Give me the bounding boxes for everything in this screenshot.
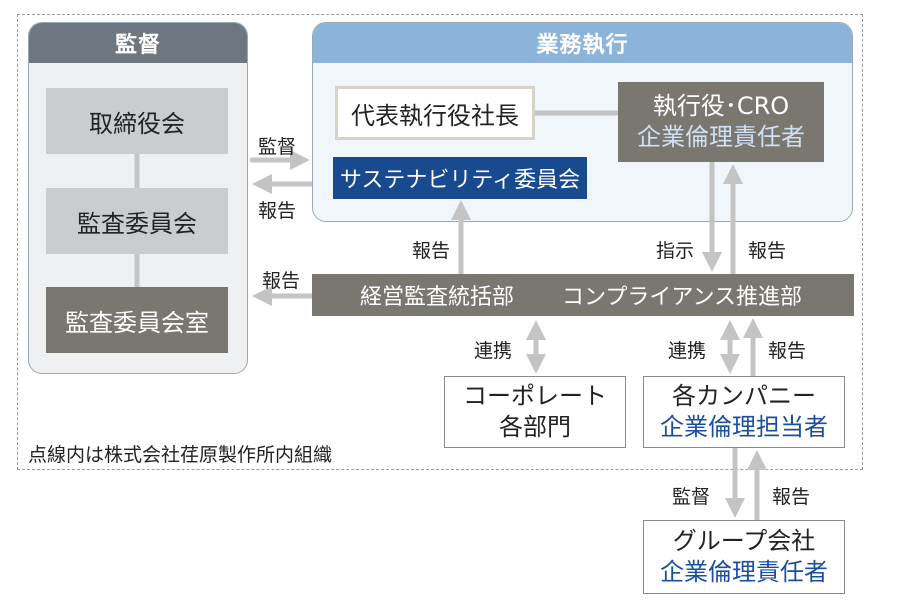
ceo-box: 代表執行役社長: [335, 86, 535, 140]
report-to-oversight-label: 報告: [258, 200, 297, 222]
bar-report-label: 報告: [262, 270, 301, 292]
group-ethics-officer-line: 企業倫理責任者: [660, 558, 828, 586]
companies-line: 各カンパニー: [672, 381, 816, 410]
report-to-cro-label: 報告: [748, 240, 787, 262]
report-group-label: 報告: [772, 486, 811, 508]
boundary-note: 点線内は株式会社荏原製作所内組織: [28, 444, 333, 466]
report-to-sustainability-label: 報告: [412, 240, 451, 262]
report-companies-label: 報告: [768, 340, 807, 362]
cro-role: 企業倫理責任者: [637, 123, 805, 151]
cro-box: 執行役･CRO 企業倫理責任者: [618, 82, 824, 162]
audit-committee-box: 監査委員会: [46, 188, 228, 254]
cooperate-corporate-label: 連携: [474, 340, 513, 362]
management-audit-division: 経営監査統括部: [360, 285, 515, 310]
corporate-line: コーポレート: [463, 381, 607, 410]
supervise-label: 監督: [258, 136, 297, 158]
cooperate-companies-label: 連携: [668, 340, 707, 362]
execution-panel-title: 業務執行: [313, 23, 852, 63]
companies-box: 各カンパニー 企業倫理担当者: [643, 376, 845, 448]
compliance-bar: 経営監査統括部 コンプライアンス推進部: [312, 274, 854, 316]
internal-organization-boundary: [17, 14, 863, 470]
compliance-promotion-division: コンプライアンス推進部: [562, 285, 803, 310]
sustainability-committee-box: サステナビリティ委員会: [333, 157, 587, 199]
departments-line: 各部門: [499, 413, 571, 441]
oversight-panel-title: 監督: [29, 23, 247, 63]
board-of-directors-box: 取締役会: [46, 88, 228, 154]
instruct-label: 指示: [656, 240, 695, 262]
ethics-officer-line: 企業倫理担当者: [660, 413, 828, 441]
group-companies-line: グループ会社: [672, 526, 816, 555]
supervise-group-label: 監督: [672, 486, 711, 508]
group-companies-box: グループ会社 企業倫理責任者: [643, 520, 845, 594]
cro-title: 執行役･CRO: [652, 91, 790, 120]
audit-committee-office-box: 監査委員会室: [46, 287, 228, 353]
corporate-departments-box: コーポレート 各部門: [444, 376, 626, 448]
